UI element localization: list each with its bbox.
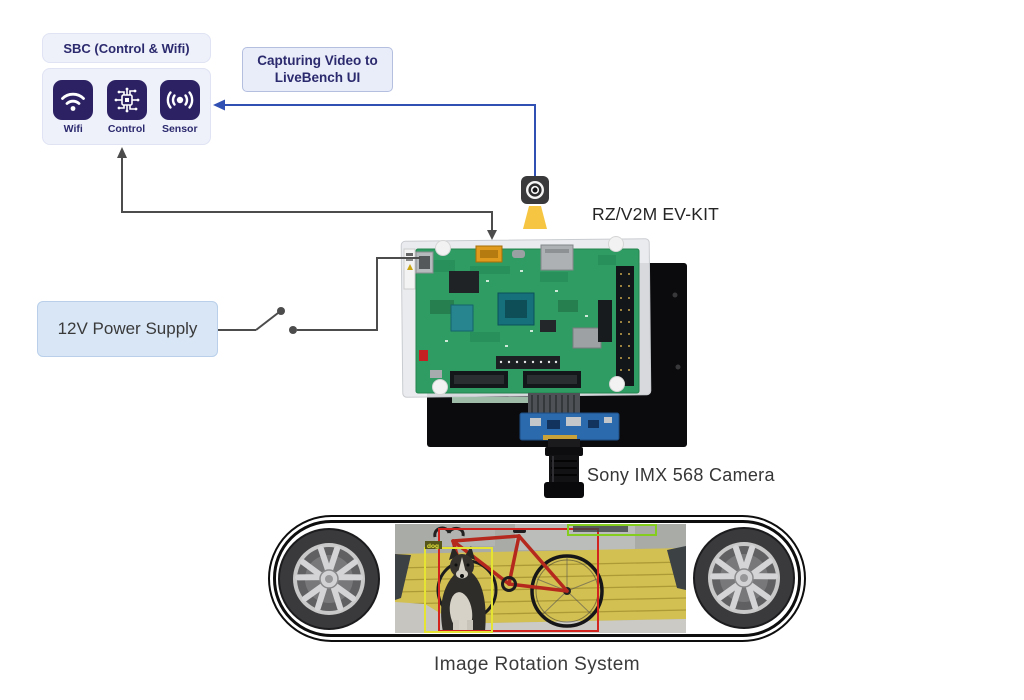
- standoffs: [432, 236, 625, 395]
- module-wifi: Wifi: [50, 80, 96, 135]
- module-sensor: Sensor: [157, 80, 203, 135]
- switch-contact-dot: [277, 307, 285, 315]
- green-pcb: [403, 244, 640, 394]
- evkit-board-photo: [400, 236, 687, 498]
- dog-detection-label: dog: [427, 543, 439, 550]
- power-supply-box: 12V Power Supply: [37, 301, 218, 357]
- rotation-belt: dog: [268, 515, 806, 642]
- bicycle-detection-box: [438, 528, 599, 632]
- sensor-waves-icon: [159, 80, 200, 120]
- sbc-modules-panel: Wifi C: [42, 68, 211, 145]
- circuit-chip-icon: [106, 80, 147, 120]
- dog-detection-label-chip: [425, 541, 442, 549]
- dog: [441, 546, 486, 633]
- dog-detection-box: [424, 547, 493, 633]
- camera-beam: [523, 206, 547, 229]
- left-wheel: [278, 528, 380, 630]
- rotation-system-caption: Image Rotation System: [434, 654, 640, 675]
- camera-label: Sony IMX 568 Camera: [587, 465, 775, 485]
- module-control: Control: [104, 80, 150, 135]
- detection-sample-image: dog: [395, 524, 686, 633]
- truck-detection-box: [567, 524, 657, 536]
- module-wifi-label: Wifi: [63, 123, 83, 135]
- switch-contact-dot: [289, 326, 297, 334]
- video-feed-line: [213, 99, 536, 176]
- right-wheel: [693, 527, 795, 629]
- usb-c-port: [512, 250, 525, 258]
- sbc-box-title: SBC (Control & Wifi): [42, 33, 211, 63]
- capture-note-box: Capturing Video to LiveBench UI: [242, 47, 393, 92]
- video-camera-icon: [521, 176, 549, 204]
- camera-lens: [544, 439, 584, 498]
- power-line: [218, 257, 420, 334]
- pin-header: [616, 266, 634, 386]
- board-label: RZ/V2M EV-KIT: [592, 204, 720, 224]
- wifi-icon: [53, 80, 94, 120]
- soc-chip: [449, 271, 479, 293]
- module-sensor-label: Sensor: [161, 123, 198, 135]
- module-control-label: Control: [107, 123, 146, 135]
- control-line: [117, 147, 497, 240]
